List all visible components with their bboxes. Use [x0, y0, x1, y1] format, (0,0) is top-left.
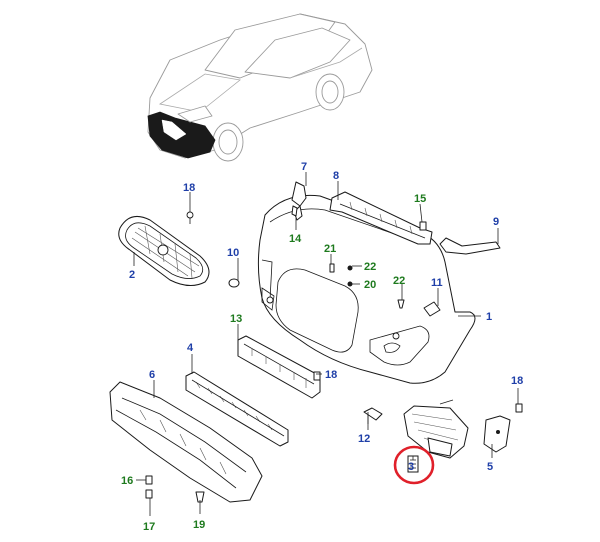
grille-bar-part-13 [237, 335, 321, 399]
label-10: 10 [227, 247, 239, 259]
label-14: 14 [289, 233, 302, 245]
label-15: 15 [414, 193, 426, 205]
part-10-washer [228, 278, 240, 288]
fog-bezel-assembly [403, 405, 469, 473]
label-12: 12 [358, 433, 370, 445]
label-13: 13 [230, 313, 242, 325]
label-1: 1 [486, 311, 492, 323]
label-22-lower: 22 [393, 275, 405, 287]
label-18-top: 18 [183, 182, 195, 194]
label-9: 9 [493, 216, 499, 228]
car-illustration [147, 13, 373, 162]
label-11: 11 [431, 277, 443, 289]
label-18-middle: 18 [325, 369, 337, 381]
part-12-clip [363, 407, 383, 421]
label-8: 8 [333, 170, 339, 182]
label-21: 21 [324, 243, 336, 255]
highlight-circle [393, 445, 435, 485]
label-5: 5 [487, 461, 493, 473]
undertray-part-6 [109, 381, 263, 503]
bracket-part-9 [439, 237, 501, 255]
grille-part-2 [118, 215, 210, 286]
label-18-right: 18 [511, 375, 523, 387]
label-3: 3 [408, 461, 414, 473]
label-7: 7 [301, 161, 307, 173]
label-6: 6 [149, 369, 155, 381]
label-4: 4 [187, 342, 194, 354]
label-2: 2 [129, 269, 135, 281]
callout-labels: 1 2 3 4 5 6 7 8 9 10 11 12 13 14 15 16 1… [121, 161, 523, 533]
leader-lines [133, 172, 519, 516]
label-17: 17 [143, 521, 155, 533]
reinforcement-part-8 [329, 191, 433, 245]
part-11-cap [423, 301, 441, 317]
label-20: 20 [364, 279, 376, 291]
label-22-upper: 22 [364, 261, 376, 273]
label-19: 19 [193, 519, 205, 531]
label-16: 16 [121, 475, 133, 487]
fastener-15 [419, 221, 427, 231]
fastener-18-top [186, 211, 194, 219]
lower-grille-part-4 [185, 371, 289, 447]
corner-bracket-part-5 [483, 415, 511, 453]
